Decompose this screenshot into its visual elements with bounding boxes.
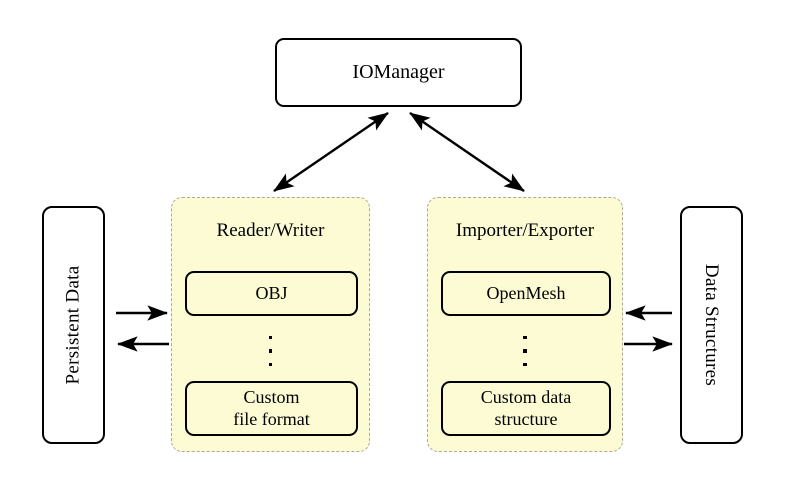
node-custom-file-format-label: Custom file format xyxy=(233,387,309,431)
node-iomanager[interactable]: IOManager xyxy=(275,38,522,107)
node-persistent-data[interactable]: Persistent Data xyxy=(42,206,105,444)
panel-importer-exporter-title: Importer/Exporter xyxy=(455,220,595,241)
node-custom-data-structure-line1: Custom data xyxy=(480,386,572,407)
panel-reader-writer-title: Reader/Writer xyxy=(216,220,325,241)
ellipsis-icon xyxy=(428,329,622,373)
node-custom-file-format-line2: file format xyxy=(233,408,310,429)
node-custom-data-structure-label: Custom data structure xyxy=(481,387,572,431)
node-obj-label: OBJ xyxy=(255,282,288,303)
node-openmesh[interactable]: OpenMesh xyxy=(441,271,611,316)
node-data-structures-label: Data Structures xyxy=(701,263,723,387)
connector-iomanager-reader-writer xyxy=(273,112,389,192)
node-openmesh-label: OpenMesh xyxy=(486,282,566,303)
node-custom-file-format-line1: Custom xyxy=(243,386,300,407)
panel-reader-writer: Reader/Writer OBJ Custom file format xyxy=(171,197,370,452)
node-custom-data-structure[interactable]: Custom data structure xyxy=(441,381,611,436)
node-custom-data-structure-line2: structure xyxy=(494,408,558,429)
node-persistent-data-label: Persistent Data xyxy=(62,265,84,385)
node-custom-file-format[interactable]: Custom file format xyxy=(185,381,358,436)
node-iomanager-label: IOManager xyxy=(352,61,445,83)
connector-iomanager-importer-exporter xyxy=(409,112,525,192)
node-obj[interactable]: OBJ xyxy=(185,271,358,316)
ellipsis-icon xyxy=(172,329,369,373)
panel-importer-exporter: Importer/Exporter OpenMesh Custom data s… xyxy=(427,197,623,452)
node-data-structures[interactable]: Data Structures xyxy=(680,206,743,444)
